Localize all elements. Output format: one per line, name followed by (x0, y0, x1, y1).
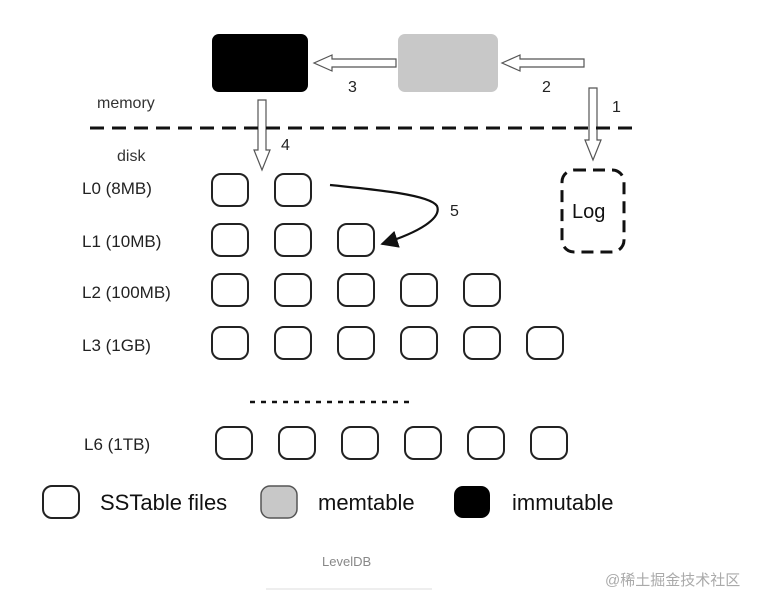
level-label-l3: L3 (1GB) (82, 336, 151, 355)
level-label-l2: L2 (100MB) (82, 283, 171, 302)
arrow-step-3 (312, 54, 397, 72)
disk-label: disk (117, 148, 146, 165)
legend-sstable-swatch (42, 485, 80, 519)
immutable-box (212, 34, 308, 92)
memtable-box (398, 34, 498, 92)
log-label: Log (572, 201, 605, 223)
step-label-3: 3 (348, 79, 357, 96)
arrow-step-1 (584, 87, 602, 162)
sstable-file-l4-4 (467, 426, 505, 460)
sstable-files (211, 173, 568, 460)
level-label-l0: L0 (8MB) (82, 179, 152, 198)
legend-memtable-label: memtable (318, 490, 415, 515)
sstable-file-l0-1 (274, 173, 312, 207)
sstable-file-l4-3 (404, 426, 442, 460)
watermark: @稀土掘金技术社区 (605, 572, 740, 589)
sstable-file-l3-5 (526, 326, 564, 360)
figure-caption: LevelDB (322, 554, 371, 569)
step-label-5: 5 (450, 203, 459, 220)
compaction-arrow-5 (329, 183, 439, 248)
sstable-file-l3-0 (211, 326, 249, 360)
sstable-file-l3-3 (400, 326, 438, 360)
step-label-2: 2 (542, 79, 551, 96)
legend-immutable-label: immutable (512, 490, 613, 515)
step-label-1: 1 (612, 99, 621, 116)
step-label-4: 4 (281, 137, 290, 154)
sstable-file-l2-1 (274, 273, 312, 307)
level-label-l1: L1 (10MB) (82, 232, 161, 251)
arrow-step-4 (253, 99, 271, 172)
sstable-file-l1-0 (211, 223, 249, 257)
legend-memtable-swatch (260, 485, 298, 519)
level-label-l6: L6 (1TB) (84, 435, 150, 454)
legend-sstable-label: SSTable files (100, 490, 227, 515)
sstable-file-l1-2 (337, 223, 375, 257)
sstable-file-l4-0 (215, 426, 253, 460)
sstable-file-l4-2 (341, 426, 379, 460)
sstable-file-l2-2 (337, 273, 375, 307)
sstable-file-l0-0 (211, 173, 249, 207)
legend-immutable-swatch (454, 486, 490, 518)
sstable-file-l4-1 (278, 426, 316, 460)
sstable-file-l2-4 (463, 273, 501, 307)
sstable-file-l4-5 (530, 426, 568, 460)
sstable-file-l2-3 (400, 273, 438, 307)
sstable-file-l1-1 (274, 223, 312, 257)
memory-label: memory (97, 95, 155, 112)
sstable-file-l3-4 (463, 326, 501, 360)
sstable-file-l3-1 (274, 326, 312, 360)
log-box (560, 168, 626, 254)
arrow-step-2 (500, 54, 585, 72)
sstable-file-l3-2 (337, 326, 375, 360)
sstable-file-l2-0 (211, 273, 249, 307)
